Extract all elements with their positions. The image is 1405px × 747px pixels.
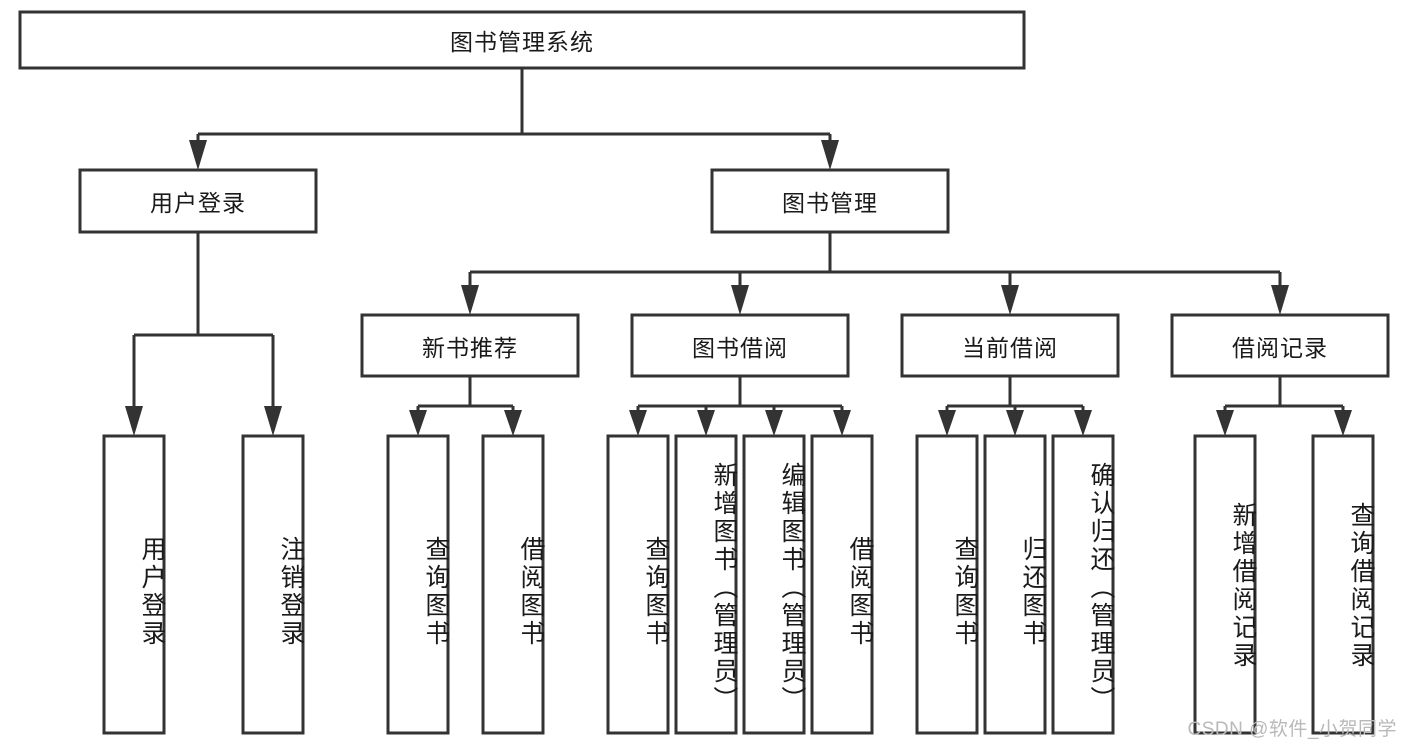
node-box-borrow-record[interactable] (1170, 313, 1390, 378)
connector-root-to-level2 (189, 68, 839, 170)
node-box-root[interactable] (18, 10, 1026, 70)
node-box-user-login[interactable] (78, 168, 318, 234)
connector-user-login-to-leaves (125, 232, 282, 436)
connector-book-mgmt-to-level3 (461, 232, 1289, 315)
leaf-box-borrow-book-new[interactable] (481, 434, 545, 735)
leaf-box-user-login[interactable] (102, 434, 166, 735)
leaf-box-user-logout[interactable] (241, 434, 305, 735)
leaf-box-query-borrow-record[interactable] (1311, 434, 1375, 735)
connector-new-book-to-leaves (409, 376, 522, 436)
leaf-box-confirm-return-admin[interactable] (1051, 434, 1115, 735)
node-box-book-management[interactable] (710, 168, 950, 234)
leaf-box-add-book-admin[interactable] (674, 434, 738, 735)
connector-borrow-record-to-leaves (1216, 376, 1352, 436)
leaf-box-query-book-borrow[interactable] (606, 434, 670, 735)
leaf-box-query-book-current[interactable] (915, 434, 979, 735)
leaf-box-return-book[interactable] (983, 434, 1047, 735)
leaf-box-add-borrow-record[interactable] (1193, 434, 1257, 735)
connector-current-borrow-to-leaves (938, 376, 1092, 436)
node-box-current-borrow[interactable] (900, 313, 1120, 378)
node-box-book-borrow[interactable] (630, 313, 850, 378)
connector-borrow-to-leaves (629, 376, 851, 436)
node-box-new-book-recommend[interactable] (360, 313, 580, 378)
leaf-box-borrow-book[interactable] (810, 434, 874, 735)
csdn-watermark: CSDN @软件_小贺同学 (1187, 719, 1397, 740)
leaf-box-edit-book-admin[interactable] (742, 434, 806, 735)
leaf-box-query-book-new[interactable] (386, 434, 450, 735)
